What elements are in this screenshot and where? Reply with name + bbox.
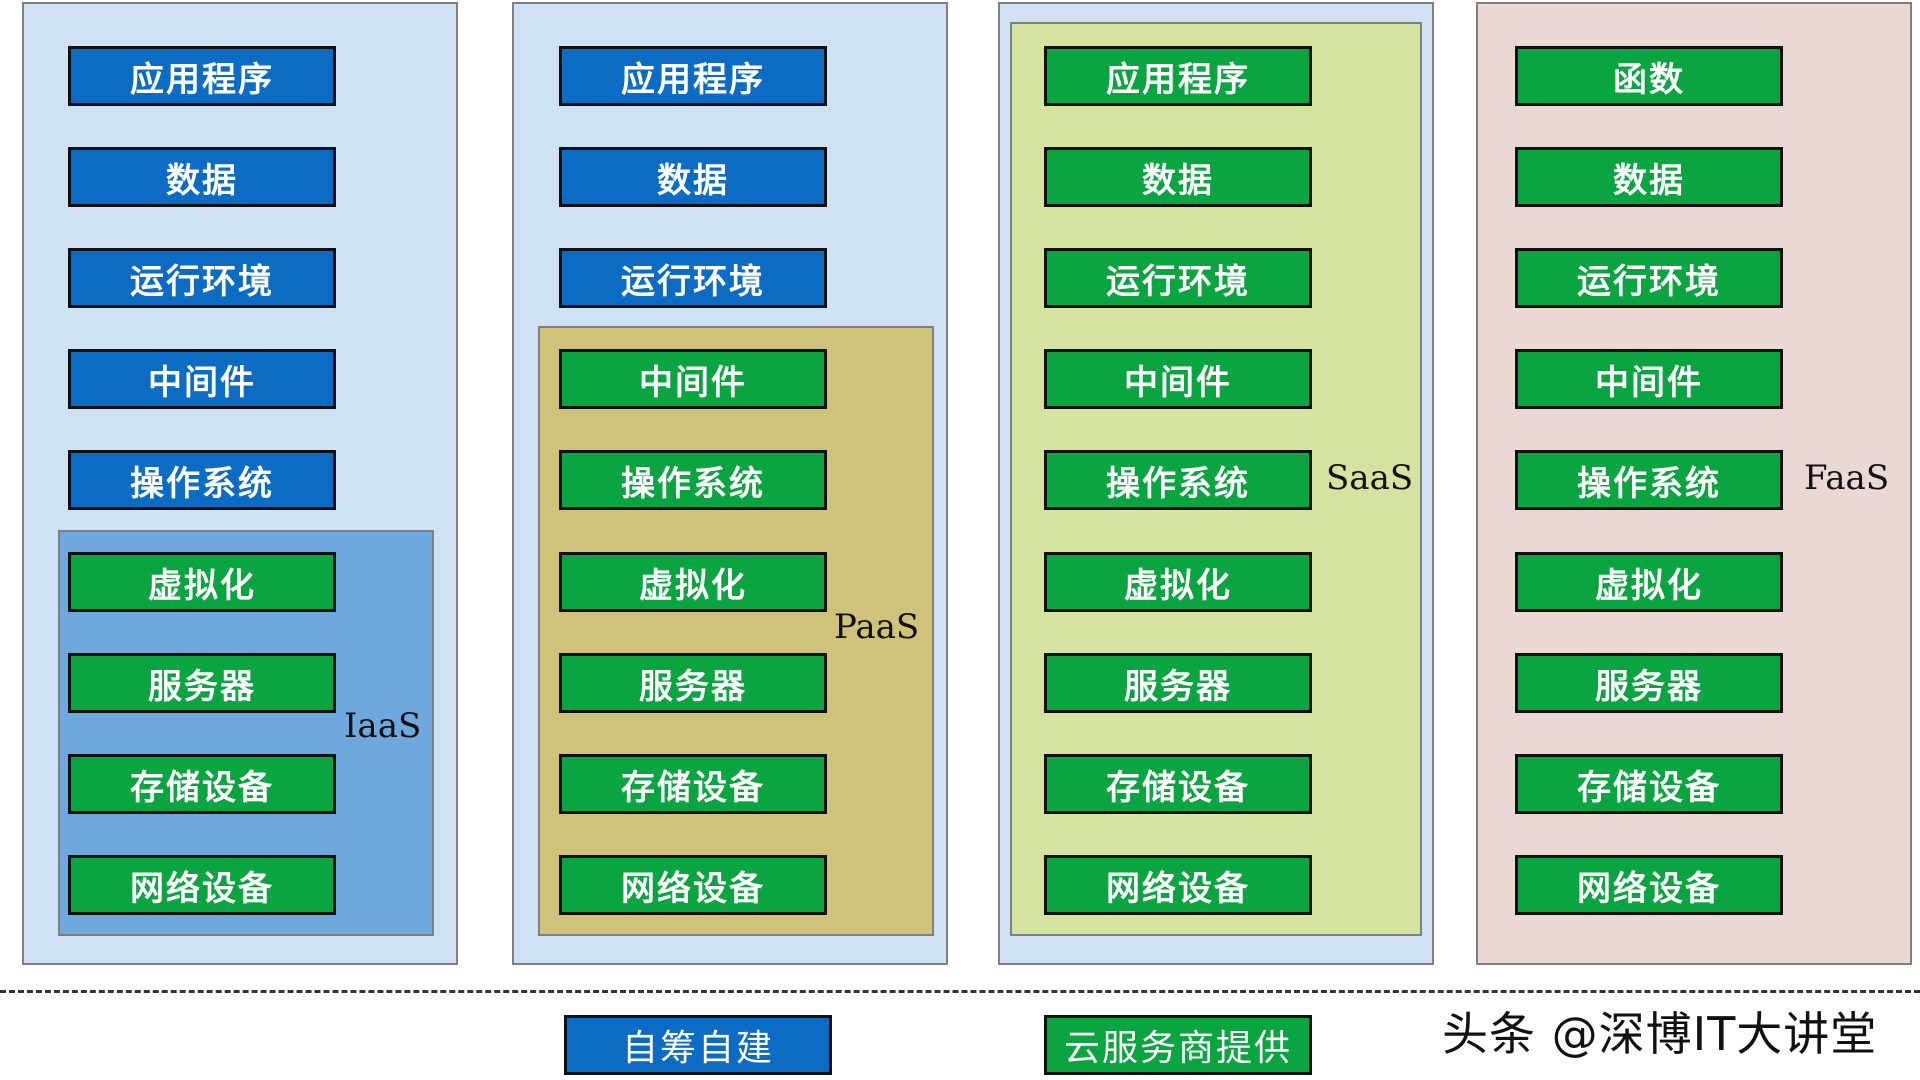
paas-item-8: 网络设备: [559, 855, 827, 915]
iaas-item-2: 运行环境: [68, 248, 336, 308]
iaas-item-0: 应用程序: [68, 46, 336, 106]
saas-item-6: 服务器: [1044, 653, 1312, 713]
column-faas: 函数 数据 运行环境 中间件 操作系统 虚拟化 服务器 存储设备 网络设备 Fa…: [1476, 2, 1912, 965]
legend-cloud-provided: 云服务商提供: [1044, 1015, 1312, 1075]
faas-item-6: 服务器: [1515, 653, 1783, 713]
paas-item-5: 虚拟化: [559, 552, 827, 612]
iaas-item-3: 中间件: [68, 349, 336, 409]
iaas-item-4: 操作系统: [68, 450, 336, 510]
column-iaas: 应用程序 数据 运行环境 中间件 操作系统 虚拟化 服务器 存储设备 网络设备 …: [22, 2, 458, 965]
paas-item-0: 应用程序: [559, 46, 827, 106]
faas-item-0: 函数: [1515, 46, 1783, 106]
paas-label: PaaS: [834, 607, 920, 647]
faas-item-4: 操作系统: [1515, 450, 1783, 510]
saas-item-0: 应用程序: [1044, 46, 1312, 106]
legend-self-built: 自筹自建: [564, 1015, 832, 1075]
saas-item-3: 中间件: [1044, 349, 1312, 409]
faas-item-7: 存储设备: [1515, 754, 1783, 814]
saas-label: SaaS: [1326, 458, 1414, 498]
iaas-item-7: 存储设备: [68, 754, 336, 814]
paas-item-3: 中间件: [559, 349, 827, 409]
faas-item-1: 数据: [1515, 147, 1783, 207]
saas-item-7: 存储设备: [1044, 754, 1312, 814]
paas-item-7: 存储设备: [559, 754, 827, 814]
iaas-item-1: 数据: [68, 147, 336, 207]
saas-item-8: 网络设备: [1044, 855, 1312, 915]
paas-item-6: 服务器: [559, 653, 827, 713]
divider-line: [0, 990, 1920, 993]
column-paas: 应用程序 数据 运行环境 中间件 操作系统 虚拟化 服务器 存储设备 网络设备 …: [512, 2, 948, 965]
faas-item-3: 中间件: [1515, 349, 1783, 409]
paas-item-1: 数据: [559, 147, 827, 207]
iaas-label: IaaS: [344, 706, 422, 746]
watermark: 头条 @深博IT大讲堂: [1442, 1007, 1878, 1061]
saas-item-5: 虚拟化: [1044, 552, 1312, 612]
paas-item-2: 运行环境: [559, 248, 827, 308]
faas-item-5: 虚拟化: [1515, 552, 1783, 612]
iaas-item-5: 虚拟化: [68, 552, 336, 612]
iaas-item-8: 网络设备: [68, 855, 336, 915]
saas-item-4: 操作系统: [1044, 450, 1312, 510]
saas-item-2: 运行环境: [1044, 248, 1312, 308]
column-saas: 应用程序 数据 运行环境 中间件 操作系统 虚拟化 服务器 存储设备 网络设备 …: [998, 2, 1434, 965]
faas-label: FaaS: [1804, 458, 1890, 498]
paas-item-4: 操作系统: [559, 450, 827, 510]
paas-group: [538, 326, 934, 936]
iaas-item-6: 服务器: [68, 653, 336, 713]
saas-item-1: 数据: [1044, 147, 1312, 207]
faas-item-2: 运行环境: [1515, 248, 1783, 308]
faas-item-8: 网络设备: [1515, 855, 1783, 915]
